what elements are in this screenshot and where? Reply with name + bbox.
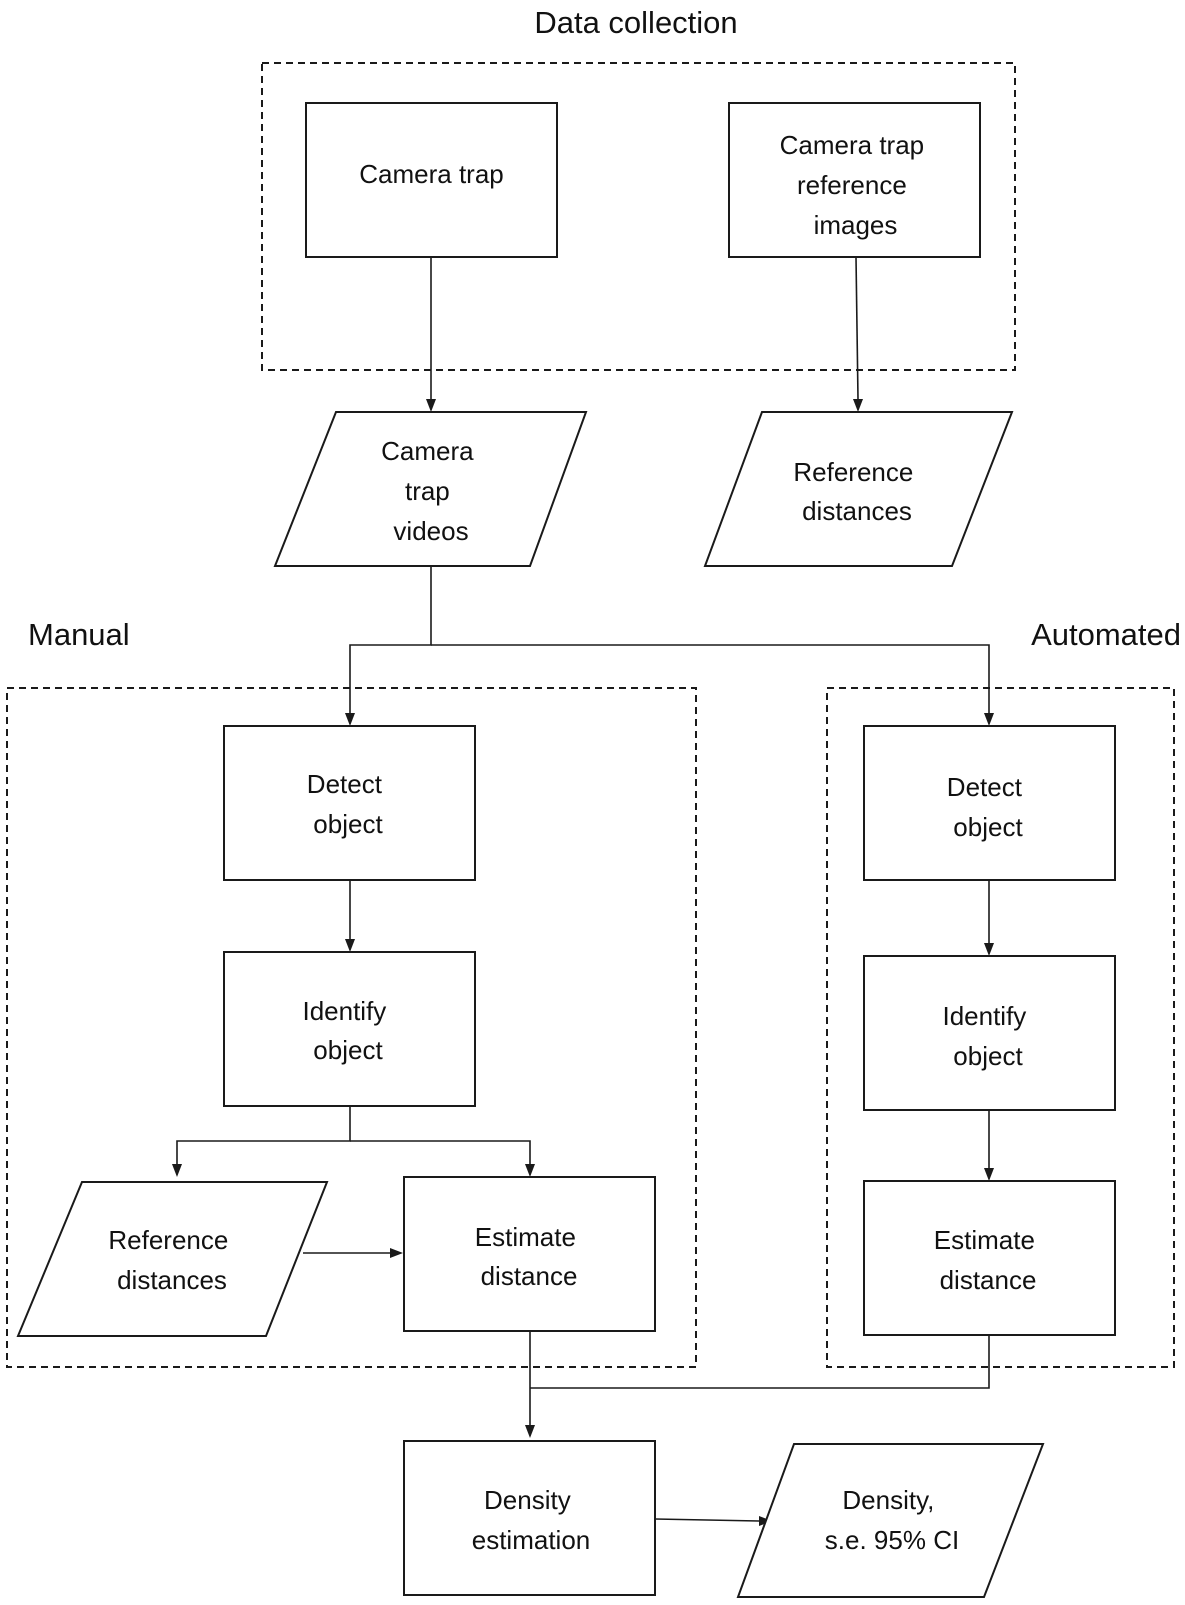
data-collection-title: Data collection — [534, 5, 737, 40]
edge-density-to-output — [654, 1518, 760, 1522]
density-output-line-1: Density, — [842, 1485, 934, 1515]
manual-detect-line-2: object — [313, 809, 383, 839]
reference-distances-top-line-2: distances — [802, 496, 912, 526]
svg-text:Estimate distance: Estimate distance — [934, 1225, 1042, 1295]
reference-images-label-line-2: reference — [797, 170, 907, 200]
density-estimation-line-2: estimation — [472, 1525, 591, 1555]
density-output-parallelogram: Density, s.e. 95% CI — [736, 1443, 1045, 1598]
arrowhead — [345, 713, 355, 726]
auto-identify-object-box: Identify object — [863, 955, 1116, 1111]
svg-text:Camera trap reference: Camera trap reference images — [780, 130, 932, 240]
svg-text:Estimate distance: Estimate distance — [475, 1222, 583, 1291]
reference-distances-top-line-1: Reference — [793, 457, 913, 487]
arrowhead — [984, 713, 994, 726]
svg-text:Reference distances: Reference distances — [108, 1225, 235, 1295]
svg-text:Camera trap: Camera trap — [359, 159, 504, 189]
density-output-line-2: s.e. 95% CI — [825, 1525, 959, 1555]
edge-videos-to-automated — [431, 644, 990, 713]
auto-estimate-distance-box: Estimate distance — [863, 1180, 1116, 1336]
data-collection-group — [261, 62, 1016, 371]
manual-estimate-distance-box: Estimate distance — [403, 1176, 656, 1332]
density-estimation-line-1: Density — [484, 1485, 571, 1515]
videos-label-line-2: trap — [405, 476, 450, 506]
manual-identify-line-1: Identify — [302, 996, 386, 1026]
svg-text:Density, s.e. 95% CI: Density, s.e. 95% CI — [825, 1485, 959, 1555]
reference-distances-top-parallelogram: Reference distances — [703, 411, 1014, 567]
arrowhead — [525, 1164, 535, 1177]
svg-text:Reference distances: Reference distances — [793, 457, 920, 526]
edge-manual-identify-split — [176, 1106, 351, 1164]
auto-detect-line-2: object — [953, 812, 1023, 842]
auto-identify-line-1: Identify — [942, 1001, 1026, 1031]
camera-trap-label: Camera trap — [359, 159, 504, 189]
camera-trap-box: Camera trap — [305, 102, 558, 258]
manual-estimate-line-2: distance — [481, 1261, 578, 1291]
manual-reference-line-1: Reference — [108, 1225, 228, 1255]
connectors — [172, 256, 994, 1526]
videos-label-line-3: videos — [393, 516, 468, 546]
automated-title: Automated — [1031, 617, 1181, 652]
svg-text:Identify object: Identify object — [302, 996, 393, 1065]
manual-title: Manual — [28, 617, 130, 652]
edge-videos-split — [349, 566, 432, 713]
svg-text:Camera trap videos: Camera trap videos — [381, 436, 481, 546]
arrowhead — [853, 399, 863, 412]
arrowhead — [172, 1164, 182, 1177]
manual-estimate-line-1: Estimate — [475, 1222, 576, 1252]
automated-group — [826, 687, 1175, 1368]
camera-trap-reference-images-box: Camera trap reference images — [728, 102, 981, 258]
manual-reference-line-2: distances — [117, 1265, 227, 1295]
edge-manual-identify-to-estimate — [350, 1140, 531, 1164]
edge-auto-estimate-to-density — [530, 1335, 990, 1389]
manual-identify-object-box: Identify object — [223, 951, 476, 1107]
manual-reference-distances-parallelogram: Reference distances — [16, 1181, 329, 1337]
reference-images-label-line-3: images — [814, 210, 898, 240]
edge-reference-images-to-distances — [855, 256, 859, 400]
density-estimation-box: Density estimation — [403, 1440, 656, 1596]
arrowhead — [390, 1248, 403, 1258]
svg-text:Detect object: Detect object — [307, 769, 389, 839]
manual-identify-line-2: object — [313, 1035, 383, 1065]
auto-detect-line-1: Detect — [947, 772, 1023, 802]
videos-label-line-1: Camera — [381, 436, 474, 466]
svg-text:Density estimation: Density estimation — [472, 1485, 591, 1555]
arrowhead — [984, 943, 994, 956]
arrowhead — [345, 939, 355, 952]
auto-estimate-line-1: Estimate — [934, 1225, 1035, 1255]
manual-detect-object-box: Detect object — [223, 725, 476, 881]
arrowhead — [426, 399, 436, 412]
manual-detect-line-1: Detect — [307, 769, 383, 799]
camera-trap-videos-parallelogram: Camera trap videos — [273, 411, 588, 567]
arrowhead — [984, 1168, 994, 1181]
svg-text:Identify object: Identify object — [942, 1001, 1033, 1071]
auto-identify-line-2: object — [953, 1041, 1023, 1071]
auto-estimate-line-2: distance — [940, 1265, 1037, 1295]
svg-text:Detect object: Detect object — [947, 772, 1029, 842]
arrowhead — [525, 1425, 535, 1438]
auto-detect-object-box: Detect object — [863, 725, 1116, 881]
reference-images-label-line-1: Camera trap — [780, 130, 925, 160]
